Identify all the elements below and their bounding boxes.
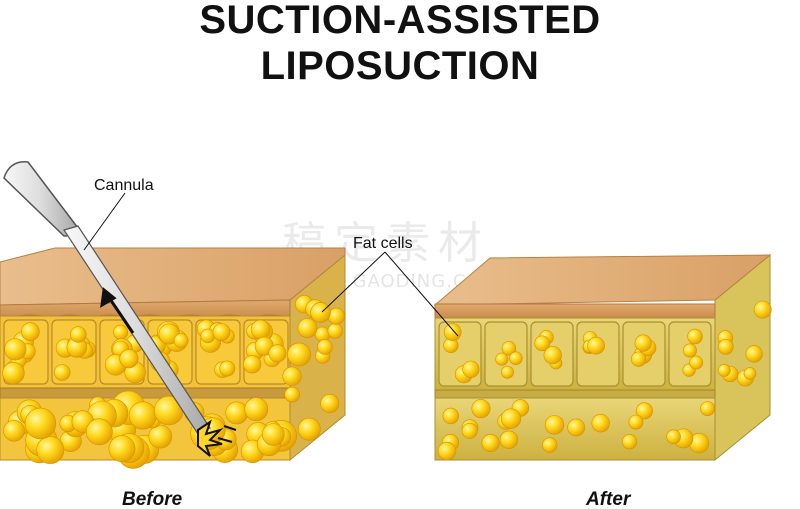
after-tissue-block: [433, 253, 772, 462]
before-tissue-block: [0, 247, 346, 469]
suction-arrow: [100, 287, 135, 334]
fat-cell: [471, 399, 491, 419]
fat-cell: [297, 318, 318, 339]
before-side-fat-cells: [282, 295, 345, 441]
title-line-2: LIPOSUCTION: [260, 44, 540, 88]
cannula-leader: [83, 192, 126, 251]
fat-cell: [543, 346, 562, 365]
fat-cell: [462, 360, 480, 378]
fat-cell: [717, 363, 731, 377]
fat-cell: [442, 407, 459, 425]
suction-tip-burst: [197, 419, 237, 457]
fat-cell: [4, 338, 27, 361]
fat-cell: [250, 319, 271, 340]
after-fat-chambers: [438, 321, 712, 387]
fat-cell: [85, 418, 113, 446]
fat-cell: [499, 430, 519, 449]
fat-cell: [743, 367, 757, 380]
fat-cell: [621, 434, 638, 450]
fat-cell: [21, 322, 40, 342]
fat-cell: [591, 414, 610, 433]
fat-cell: [261, 423, 285, 446]
fat-cell: [320, 393, 340, 413]
fat-cells-leader-right: [384, 251, 459, 337]
leader-lines: [83, 192, 459, 337]
fat-cell: [461, 422, 478, 439]
fat-cell: [437, 441, 457, 461]
fat-cell: [225, 401, 249, 425]
fat-cell: [108, 435, 136, 463]
fat-cell: [689, 355, 704, 370]
fat-cell: [297, 417, 321, 441]
fat-cell: [70, 326, 87, 343]
after-deep-fat-cells: [437, 399, 715, 461]
cannula: [3, 161, 237, 457]
after-caption: After: [585, 489, 632, 509]
fat-cell: [173, 333, 189, 349]
fat-cell: [753, 300, 772, 319]
title-line-1: SUCTION-ASSISTED: [199, 0, 601, 42]
before-skin-surface: [0, 247, 346, 306]
fat-cell: [544, 415, 565, 435]
fat-cell: [542, 437, 558, 453]
fat-cell: [113, 324, 129, 340]
fat-cell: [495, 352, 509, 366]
fat-cell: [630, 351, 647, 367]
fat-cell: [24, 407, 57, 440]
fat-cell: [628, 414, 644, 430]
fat-cell: [534, 335, 551, 352]
fat-cell: [500, 408, 522, 429]
fat-cell: [501, 365, 514, 379]
fat-cell: [682, 343, 697, 358]
fat-cell: [119, 349, 139, 369]
fat-cell: [634, 334, 652, 352]
fat-cells-leader-left: [321, 251, 386, 313]
fat-cell: [717, 338, 734, 355]
fat-cell: [268, 344, 287, 363]
fat-cell: [635, 402, 653, 420]
after-upper-fat-layer: [434, 317, 716, 391]
after-side-fat-cells: [717, 300, 772, 387]
cannula-tube: [63, 225, 211, 435]
fat-cell: [148, 424, 173, 449]
fat-cell: [36, 436, 65, 464]
fat-cell: [244, 397, 269, 422]
fat-cell: [128, 401, 157, 430]
before-caption: Before: [122, 489, 183, 509]
fat-cell: [314, 326, 331, 342]
fat-cell: [219, 360, 236, 377]
cannula-handle: [3, 161, 79, 237]
fat-cell: [284, 386, 301, 403]
fat-cell: [700, 401, 715, 416]
fat-cell: [509, 351, 523, 365]
fat-cell: [587, 336, 605, 355]
fat-cell: [745, 345, 763, 363]
fat-cell: [317, 339, 333, 355]
fat-cell: [212, 323, 231, 342]
fat-cell: [327, 323, 343, 339]
fat-cell: [287, 342, 312, 367]
fat-cell: [567, 418, 586, 437]
fat-cells-label: Fat cells: [353, 235, 413, 252]
fat-cell: [3, 419, 25, 442]
after-skin-layer: [434, 303, 716, 319]
fat-cell: [501, 341, 517, 356]
fat-cell: [687, 328, 703, 345]
after-skin-surface: [433, 254, 772, 306]
fat-cell: [666, 429, 681, 445]
fat-cell: [310, 302, 331, 323]
cannula-label: Cannula: [94, 177, 154, 194]
fat-cell: [443, 323, 462, 341]
fat-cell: [481, 433, 500, 452]
fat-cell: [243, 355, 262, 374]
fat-cell: [282, 366, 302, 386]
fat-cell: [327, 307, 345, 325]
fat-cell: [53, 364, 71, 381]
fat-cell: [2, 361, 25, 385]
